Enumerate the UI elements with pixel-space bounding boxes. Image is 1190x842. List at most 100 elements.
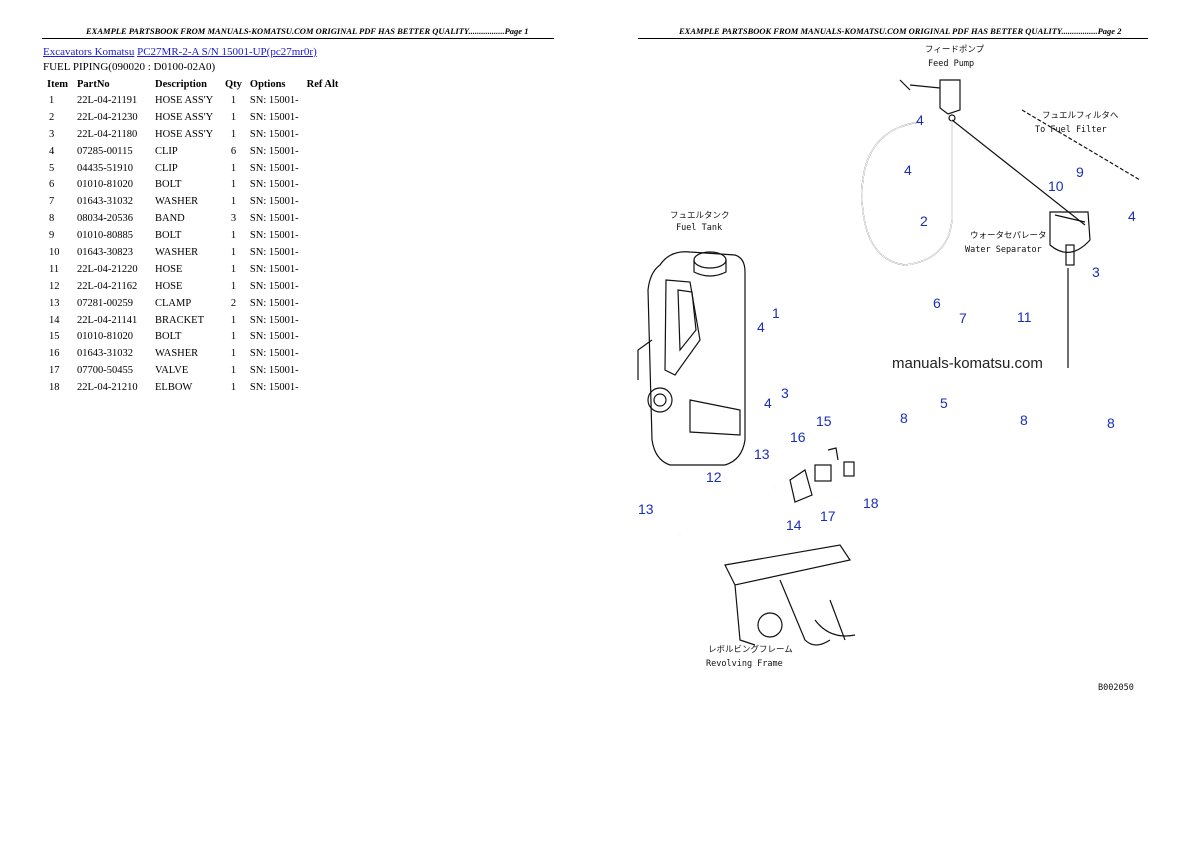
- part-number: 22L-04-21162: [77, 280, 138, 292]
- part-options: SN: 15001-: [249, 280, 299, 292]
- part-qty: 1: [230, 179, 237, 191]
- part-options: SN: 15001-: [249, 246, 299, 258]
- part-ref-alt: [303, 295, 343, 312]
- water-separator-label-en: Water Separator: [965, 245, 1042, 255]
- part-ref-alt: [303, 379, 343, 396]
- breadcrumb-link-excavators[interactable]: Excavators Komatsu: [43, 46, 135, 58]
- callout-4: 4: [916, 112, 924, 128]
- item-number: 6: [49, 179, 55, 191]
- part-qty: 1: [230, 331, 237, 343]
- callout-2: 2: [920, 213, 928, 229]
- callout-7: 7: [959, 310, 967, 326]
- page-header-left: EXAMPLE PARTSBOOK FROM MANUALS-KOMATSU.C…: [86, 26, 529, 36]
- fuel-piping-diagram: フィードポンプ Feed Pump フュエルフィルタへ To Fuel Filt…: [637, 45, 1141, 693]
- part-ref-alt: [303, 126, 343, 143]
- part-qty: 1: [230, 128, 237, 140]
- table-header-row: Item PartNo Description Qty Options Ref …: [43, 76, 342, 92]
- item-number: 10: [49, 246, 60, 258]
- callout-8: 8: [1107, 415, 1115, 431]
- part-qty: 1: [230, 162, 237, 174]
- column-header-partno: PartNo: [77, 78, 110, 90]
- part-number: 07285-00115: [77, 145, 133, 157]
- part-options: SN: 15001-: [249, 365, 299, 377]
- part-options: SN: 15001-: [249, 179, 299, 191]
- part-number: 08034-20536: [77, 213, 133, 225]
- callout-15: 15: [816, 413, 832, 429]
- part-qty: 6: [230, 145, 237, 157]
- part-description: HOSE: [155, 263, 183, 275]
- callout-11: 11: [1017, 309, 1032, 325]
- part-options: SN: 15001-: [249, 348, 299, 360]
- table-row: 12 22L-04-21162 HOSE 1 SN: 15001-: [43, 278, 342, 295]
- item-number: 13: [49, 297, 60, 309]
- item-number: 18: [49, 382, 60, 394]
- part-options: SN: 15001-: [249, 382, 299, 394]
- part-ref-alt: [303, 176, 343, 193]
- part-description: HOSE ASS'Y: [155, 94, 214, 106]
- callout-10: 10: [1048, 178, 1064, 194]
- water-separator-drawing: [1049, 211, 1091, 266]
- part-description: WASHER: [155, 348, 199, 360]
- part-number: 01010-80885: [77, 230, 133, 242]
- callout-4: 4: [757, 319, 765, 335]
- part-ref-alt: [303, 362, 343, 379]
- revolving-frame-drawing: [724, 544, 856, 646]
- part-options: SN: 15001-: [249, 162, 299, 174]
- part-ref-alt: [303, 261, 343, 278]
- part-options: SN: 15001-: [249, 111, 299, 123]
- part-description: HOSE ASS'Y: [155, 128, 214, 140]
- part-ref-alt: [303, 160, 343, 177]
- part-number: 01010-81020: [77, 179, 133, 191]
- bracket-valve-drawing: [789, 447, 855, 503]
- item-number: 3: [49, 128, 55, 140]
- part-description: BOLT: [155, 331, 182, 343]
- callout-3: 3: [1092, 264, 1100, 280]
- part-qty: 1: [230, 111, 237, 123]
- part-description: HOSE: [155, 280, 183, 292]
- callout-3: 3: [781, 385, 789, 401]
- item-number: 1: [49, 94, 55, 106]
- part-ref-alt: [303, 109, 343, 126]
- fuel-tank-label-jp: フュエルタンク: [670, 211, 730, 221]
- callout-14: 14: [786, 517, 802, 533]
- part-options: SN: 15001-: [249, 263, 299, 275]
- item-number: 11: [49, 263, 60, 275]
- part-qty: 1: [230, 314, 237, 326]
- section-title: FUEL PIPING(090020 : D0100-02A0): [43, 61, 216, 73]
- callout-13: 13: [754, 446, 770, 462]
- page-header-right: EXAMPLE PARTSBOOK FROM MANUALS-KOMATSU.C…: [679, 26, 1122, 36]
- column-header-options: Options: [249, 78, 286, 90]
- table-row: 6 01010-81020 BOLT 1 SN: 15001-: [43, 176, 342, 193]
- item-number: 14: [49, 314, 60, 326]
- fuel-tank-drawing: [637, 251, 746, 466]
- header-divider-left: [42, 38, 554, 39]
- part-options: SN: 15001-: [249, 314, 299, 326]
- part-options: SN: 15001-: [249, 297, 299, 309]
- item-number: 9: [49, 230, 55, 242]
- part-description: CLIP: [155, 145, 178, 157]
- callout-8: 8: [1020, 412, 1028, 428]
- part-qty: 1: [230, 196, 237, 208]
- callout-4: 4: [904, 162, 912, 178]
- item-number: 12: [49, 280, 60, 292]
- figure-code: B002050: [1098, 683, 1134, 693]
- part-number: 22L-04-21230: [77, 111, 138, 123]
- callout-6: 6: [933, 295, 941, 311]
- part-qty: 1: [230, 280, 237, 292]
- breadcrumb-link-model[interactable]: PC27MR-2-A S/N 15001-UP(pc27mr0r): [137, 46, 317, 58]
- hose-feed-loop: [861, 120, 953, 266]
- column-header-qty: Qty: [225, 78, 242, 90]
- part-description: HOSE ASS'Y: [155, 111, 214, 123]
- part-ref-alt: [303, 312, 343, 329]
- part-number: 04435-51910: [77, 162, 133, 174]
- part-options: SN: 15001-: [249, 128, 299, 140]
- part-number: 22L-04-21191: [77, 94, 138, 106]
- part-number: 01010-81020: [77, 331, 133, 343]
- part-description: BOLT: [155, 179, 182, 191]
